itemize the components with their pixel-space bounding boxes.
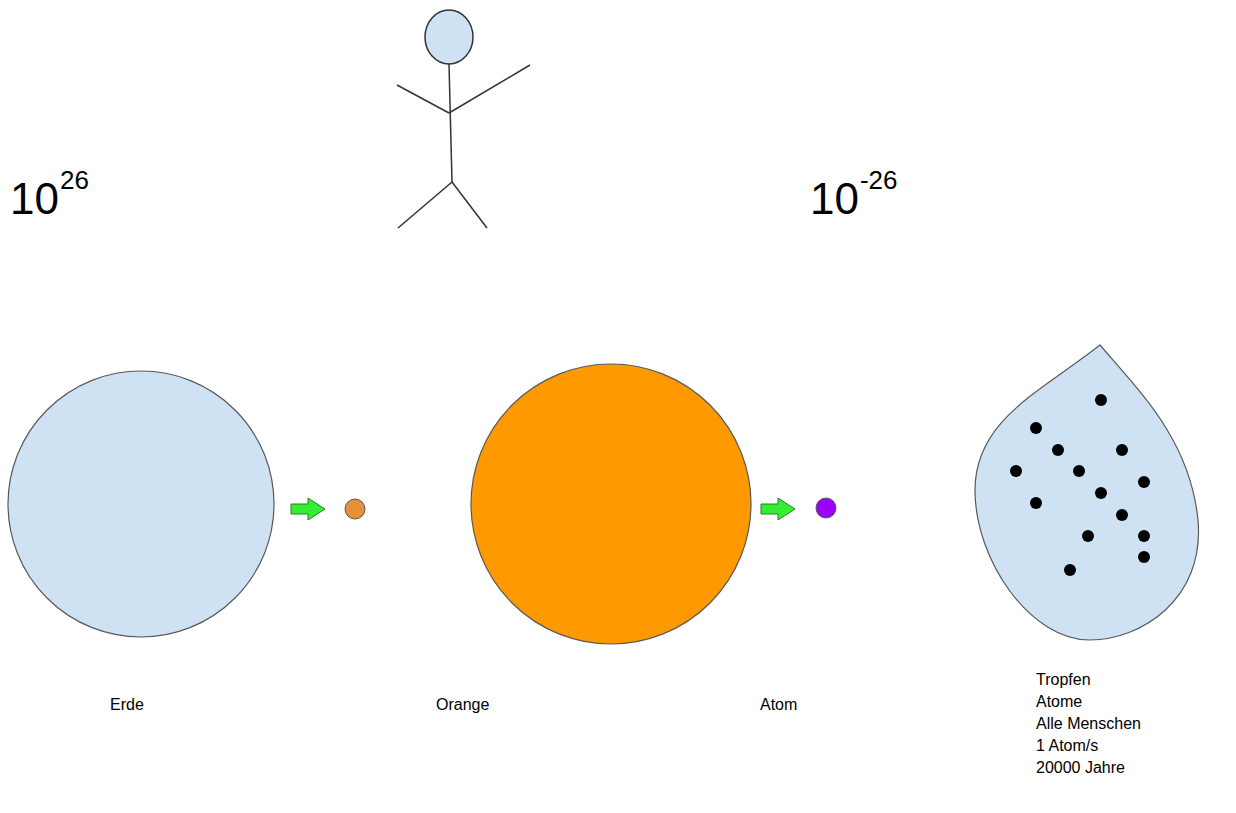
- note-line: Alle Menschen: [1036, 715, 1141, 733]
- figure-head: [425, 10, 473, 64]
- object-label: Orange: [436, 696, 489, 714]
- green-arrow: [291, 498, 325, 520]
- power-base: 10: [810, 174, 859, 225]
- atom-dot: [816, 498, 836, 518]
- figure-arm: [449, 65, 530, 113]
- drop-atoms: [1010, 394, 1150, 576]
- note-line: Atome: [1036, 693, 1082, 711]
- earth-circle: [8, 371, 274, 637]
- note-line: 20000 Jahre: [1036, 759, 1125, 777]
- figure-leg: [398, 182, 452, 228]
- power-base: 10: [10, 174, 59, 225]
- power-exponent: 26: [60, 166, 89, 196]
- power-exponent: -26: [860, 166, 898, 196]
- green-arrow: [761, 498, 795, 520]
- note-line: 1 Atom/s: [1036, 737, 1098, 755]
- drop-shape: [975, 345, 1199, 640]
- note-line: Tropfen: [1036, 671, 1091, 689]
- small-orange: [345, 499, 365, 519]
- object-label: Atom: [760, 696, 797, 714]
- figure-arm: [397, 85, 449, 113]
- orange-circle: [471, 364, 751, 644]
- stick-figure: [397, 10, 530, 228]
- figure-body: [449, 64, 452, 182]
- figure-leg: [452, 182, 487, 228]
- object-label: Erde: [110, 696, 144, 714]
